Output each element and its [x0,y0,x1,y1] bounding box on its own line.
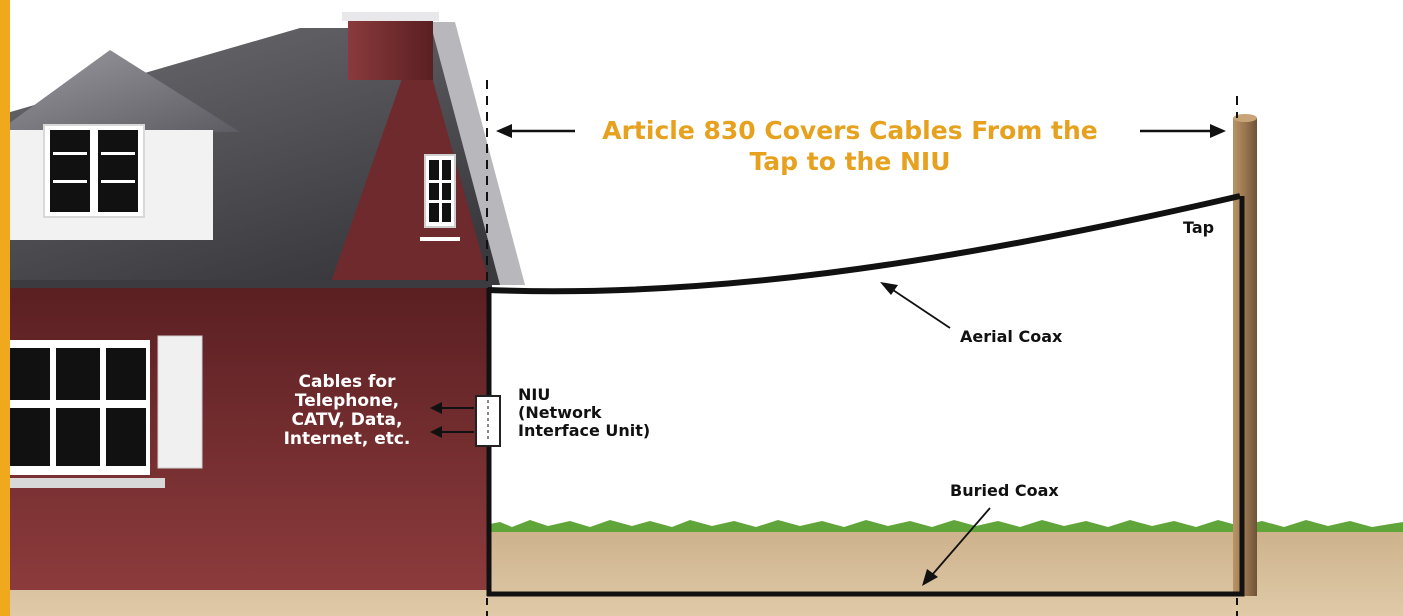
cables-label-line-4: Internet, etc. [283,429,411,450]
chimney [348,18,433,80]
niu-arrow-lower [430,426,474,438]
grass-strip [480,520,1403,532]
aerial-coax-label: Aerial Coax [960,327,1063,346]
cables-label: Cables for Telephone, CATV, Data, Intern… [262,372,432,450]
house-eave [0,280,492,288]
niu-box [475,395,501,447]
chimney-cap [342,12,439,21]
diagram-title: Article 830 Covers Cables From the Tap t… [560,116,1140,177]
right-arrow [1140,124,1226,138]
niu-label-line-3: Interface Unit) [518,420,651,440]
niu-label-line-2: (Network [518,402,602,422]
buried-coax-cable [487,196,1245,597]
title-line-1: Article 830 Covers Cables From the [602,116,1098,145]
aerial-coax-pointer [880,282,951,329]
niu-label-line-1: NIU [518,385,551,404]
left-arrow [496,124,575,138]
gable-window [420,154,460,241]
niu-arrow-upper [430,402,474,414]
dormer-window [43,124,145,218]
cables-label-line-1: Cables for [298,372,396,392]
cables-label-line-3: CATV, Data, [291,410,403,431]
title-line-2: Tap to the NIU [749,146,951,176]
window-shutter [157,335,203,469]
utility-pole-top [1233,114,1257,122]
house-gable-roof-edge [430,22,525,285]
aerial-coax-cable [487,193,1241,295]
niu-label: NIU (Network Interface Unit) [518,386,650,440]
house-window [0,340,165,488]
utility-pole [1233,118,1257,596]
dormer-roof [0,50,240,132]
accent-bar [0,0,10,616]
cables-label-line-2: Telephone, [294,391,400,412]
house-gable-wall [330,70,490,285]
buried-coax-label: Buried Coax [950,481,1059,500]
buried-coax-pointer [922,507,991,586]
tap-label: Tap [1183,218,1215,237]
